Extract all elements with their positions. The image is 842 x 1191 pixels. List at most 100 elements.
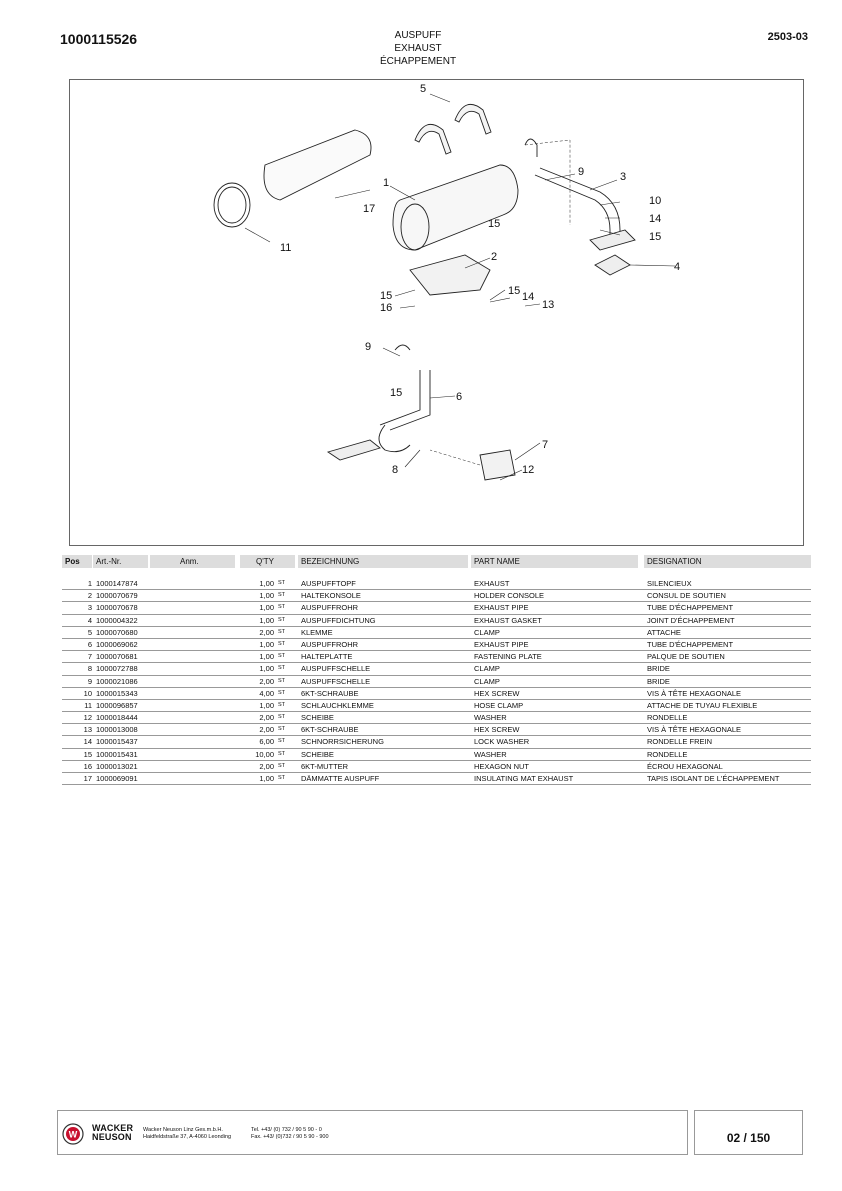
cell-unit: ST — [278, 762, 286, 769]
title-french: ÉCHAPPEMENT — [379, 56, 457, 67]
cell-part-name: EXHAUST — [474, 579, 510, 588]
cell-part-name: WASHER — [474, 713, 507, 723]
cell-unit: ST — [278, 640, 286, 647]
callout-15-lower: 15 — [390, 387, 402, 399]
cell-designation: RONDELLE — [647, 713, 688, 723]
exhaust-assembly-drawing: 5 1 17 11 9 3 10 14 15 15 4 2 15 16 15 1… — [213, 83, 680, 481]
cell-unit: ST — [278, 701, 286, 708]
cell-article-number: 1000021086 — [96, 676, 138, 686]
exhaust-pipe-part-6 — [379, 370, 431, 431]
cell-pos: 4 — [87, 615, 92, 625]
cell-quantity: 2,00 — [259, 761, 274, 771]
cell-article-number: 1000018444 — [96, 713, 138, 723]
cell-designation: RONDELLE — [647, 749, 688, 759]
cell-bezeichnung: AUSPUFFDICHTUNG — [301, 615, 376, 625]
brand-name-line2: NEUSON — [92, 1132, 132, 1142]
brand-name-line1: WACKER — [92, 1123, 134, 1133]
callout-8: 8 — [392, 464, 398, 476]
cell-bezeichnung: AUSPUFFSCHELLE — [301, 664, 371, 674]
cell-part-name: INSULATING MAT EXHAUST — [474, 774, 574, 783]
cell-bezeichnung: AUSPUFFROHR — [301, 639, 359, 649]
cell-article-number: 1000004322 — [96, 615, 138, 625]
callout-15-upper: 15 — [649, 231, 661, 243]
hose-clamp-part-11 — [213, 182, 251, 228]
cell-part-name: FASTENING PLATE — [474, 652, 542, 662]
cell-bezeichnung: SCHNORRSICHERUNG — [301, 737, 384, 747]
cell-part-name: CLAMP — [474, 627, 500, 637]
cell-quantity: 2,00 — [259, 627, 274, 637]
parts-table-header: Pos Art.-Nr. Anm. Q'TY BEZEICHNUNG PART … — [62, 555, 811, 568]
callout-1: 1 — [383, 177, 389, 189]
header-part-name: PART NAME — [471, 555, 638, 568]
cell-unit: ST — [278, 580, 286, 586]
footer-company-box: W WACKER NEUSON Wacker Neuson Linz Ges.m… — [57, 1110, 688, 1155]
cell-unit: ST — [278, 665, 286, 672]
cell-bezeichnung: AUSPUFFSCHELLE — [301, 676, 371, 686]
callout-11: 11 — [280, 242, 291, 254]
callout-3: 3 — [620, 171, 626, 183]
callout-6: 6 — [456, 391, 462, 403]
callout-9-lower: 9 — [365, 341, 371, 353]
cell-article-number: 1000013008 — [96, 725, 138, 735]
callout-12: 12 — [522, 464, 534, 476]
insulating-mat-part-17 — [263, 129, 372, 201]
cell-pos: 1 — [87, 579, 92, 588]
wacker-neuson-logo-icon: W — [62, 1123, 84, 1145]
cell-pos: 14 — [83, 737, 92, 747]
cell-part-name: CLAMP — [474, 676, 500, 686]
cell-quantity: 1,00 — [259, 652, 274, 662]
cell-part-name: EXHAUST GASKET — [474, 615, 542, 625]
cell-unit: ST — [278, 616, 286, 623]
cell-article-number: 1000072788 — [96, 664, 138, 674]
title-german: AUSPUFF — [394, 30, 442, 41]
cell-unit: ST — [278, 775, 286, 781]
cell-pos: 10 — [83, 688, 92, 698]
clamp-part-9a — [524, 138, 538, 157]
callout-15-left: 15 — [380, 290, 392, 302]
page-title: AUSPUFF EXHAUST ÉCHAPPEMENT — [0, 29, 842, 68]
header-bezeichnung: BEZEICHNUNG — [298, 555, 468, 568]
cell-article-number: 1000069091 — [96, 774, 138, 783]
page-number: 02 / 150 — [726, 1131, 771, 1145]
cell-article-number: 1000070681 — [96, 652, 138, 662]
cell-article-number: 1000070678 — [96, 603, 138, 613]
cell-pos: 13 — [83, 725, 92, 735]
header-qty: Q'TY — [240, 555, 295, 568]
cell-unit: ST — [278, 677, 286, 684]
cell-article-number: 1000147874 — [96, 579, 138, 588]
cell-bezeichnung: 6KT-SCHRAUBE — [301, 688, 359, 698]
cell-article-number: 1000069062 — [96, 639, 138, 649]
header-pos: Pos — [62, 555, 92, 568]
company-name: Wacker Neuson Linz Ges.m.b.H. — [143, 1127, 223, 1133]
cell-pos: 3 — [87, 603, 92, 613]
cell-pos: 9 — [87, 676, 92, 686]
cell-designation: CONSUL DE SOUTIEN — [647, 591, 726, 601]
exhaust-gasket-part-4 — [594, 254, 631, 276]
cell-pos: 8 — [87, 664, 92, 674]
cell-quantity: 1,00 — [259, 639, 274, 649]
document-number: 1000115526 — [60, 31, 138, 47]
cell-part-name: HEX SCREW — [474, 725, 520, 735]
cell-designation: VIS À TÊTE HEXAGONALE — [647, 688, 742, 698]
cell-bezeichnung: KLEMME — [301, 627, 333, 637]
exploded-parts-diagram: 5 1 17 11 9 3 10 14 15 15 4 2 15 16 15 1… — [69, 79, 804, 546]
clamp-part-5a — [414, 123, 452, 155]
cell-quantity: 2,00 — [259, 713, 274, 723]
cell-designation: SILENCIEUX — [647, 579, 692, 588]
cell-pos: 16 — [83, 761, 92, 771]
cell-designation: PALQUE DE SOUTIEN — [647, 652, 725, 662]
cell-part-name: HOSE CLAMP — [474, 700, 524, 710]
cell-quantity: 1,00 — [259, 664, 274, 674]
callout-7: 7 — [542, 439, 548, 451]
callout-16: 16 — [380, 302, 392, 314]
cell-unit: ST — [278, 726, 286, 733]
callout-4: 4 — [674, 261, 680, 273]
cell-designation: ATTACHE — [647, 627, 681, 637]
